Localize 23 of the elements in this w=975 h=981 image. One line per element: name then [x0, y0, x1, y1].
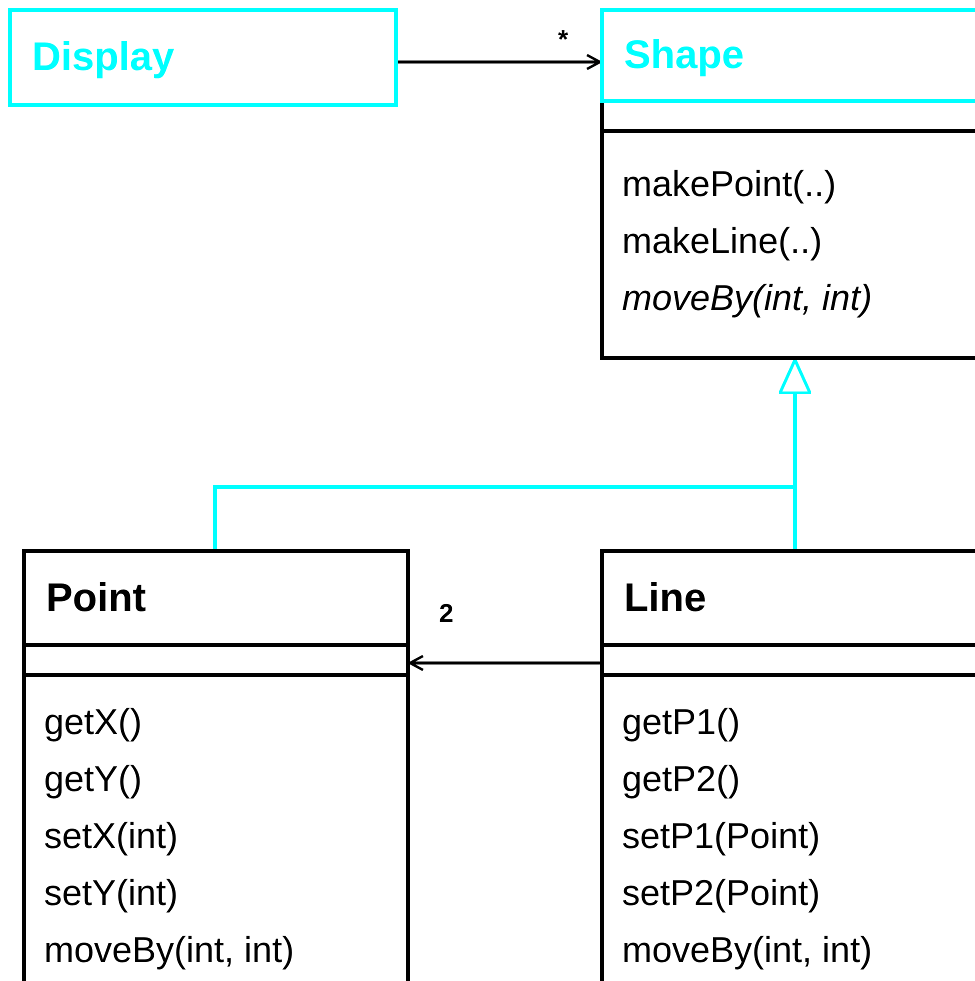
class-name: Display	[32, 35, 174, 80]
class-box	[600, 549, 975, 981]
class-box	[22, 549, 410, 981]
method-name: moveBy(int, int)	[622, 928, 872, 972]
class-box	[600, 8, 975, 360]
generalization-arrow	[778, 358, 812, 549]
method-name: makeLine(..)	[622, 219, 822, 263]
method-name: moveBy(int, int)	[44, 928, 294, 972]
method-name: moveBy(int, int)	[622, 276, 872, 320]
association-arrow	[408, 654, 600, 672]
method-name: setP1(Point)	[622, 814, 820, 858]
class-name: Shape	[624, 33, 744, 78]
method-name: makePoint(..)	[622, 162, 836, 206]
association-arrow	[398, 54, 602, 70]
method-name: getP1()	[622, 700, 740, 744]
class-name: Line	[624, 576, 706, 620]
method-name: setP2(Point)	[622, 871, 820, 915]
class-name: Point	[46, 576, 146, 620]
method-name: getY()	[44, 757, 142, 801]
method-name: getP2()	[622, 757, 740, 801]
method-name: setY(int)	[44, 871, 178, 915]
method-name: setX(int)	[44, 814, 178, 858]
method-name: getX()	[44, 700, 142, 744]
